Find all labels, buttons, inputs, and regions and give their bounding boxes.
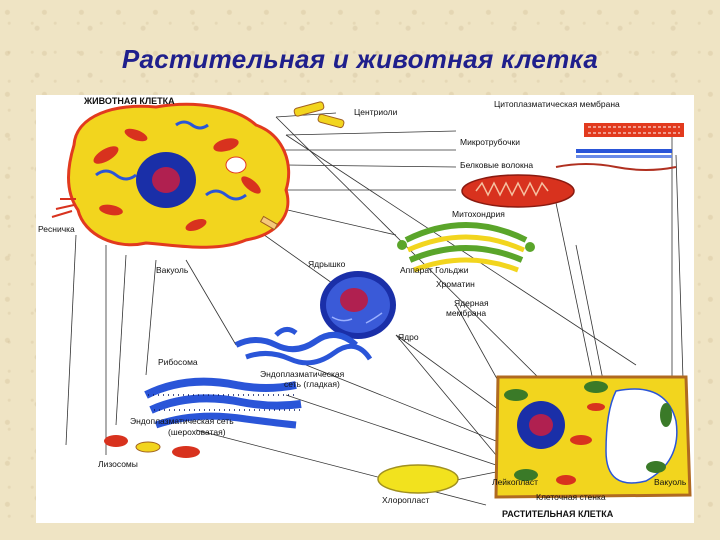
cilium	[51, 198, 76, 218]
animal-cell	[51, 102, 291, 249]
rough-er	[144, 377, 304, 429]
label-cilium: Ресничка	[38, 224, 75, 234]
label-cytoplasmic-membrane: Цитоплазматическая мембрана	[494, 99, 620, 109]
label-microtubules: Микротрубочки	[460, 137, 520, 147]
chloroplast	[377, 464, 459, 494]
slide-title: Растительная и животная клетка	[121, 44, 599, 74]
label-plant-cell: РАСТИТЕЛЬНАЯ КЛЕТКА	[502, 509, 614, 519]
animal-nucleus	[136, 152, 196, 208]
label-chloroplast: Хлоропласт	[382, 495, 429, 505]
label-rough-er-1: Эндоплазматическая сеть	[130, 416, 234, 426]
plant-nucleus	[517, 401, 565, 449]
animal-er	[95, 120, 247, 201]
membrane-sample	[584, 123, 684, 137]
label-ribosome: Рибосома	[158, 357, 198, 367]
animal-vacuole	[225, 156, 247, 174]
plant-chloroplasts	[504, 381, 672, 481]
plant-mitochondria	[556, 403, 605, 485]
cell-diagram: ЖИВОТНАЯ КЛЕТКА Центриоли Цитоплазматиче…	[36, 95, 694, 523]
label-cell-wall: Клеточная стенка	[536, 492, 606, 502]
mitochondrion	[461, 174, 575, 208]
centrioles	[293, 101, 345, 129]
centriole-small	[259, 215, 279, 231]
label-smooth-er-2: сеть (гладкая)	[284, 379, 340, 389]
label-nuclear-membrane-1: Ядерная	[454, 298, 489, 308]
animal-mitochondria	[93, 128, 261, 232]
label-smooth-er-1: Эндоплазматическая	[260, 369, 345, 379]
plant-cell	[494, 375, 692, 499]
golgi-apparatus	[397, 222, 535, 273]
smooth-er	[234, 327, 373, 366]
label-lysosomes: Лизосомы	[98, 459, 138, 469]
label-golgi: Аппарат Гольджи	[400, 265, 469, 275]
microtubules	[576, 149, 672, 158]
plant-vacuole	[605, 388, 678, 484]
label-vacuole-animal: Вакуоль	[156, 265, 189, 275]
label-nuclear-membrane-2: мембрана	[446, 308, 486, 318]
label-vacuole-plant: Вакуоль	[654, 477, 687, 487]
lysosomes	[104, 435, 200, 458]
protein-fibers	[555, 163, 677, 171]
label-nucleus: Ядро	[398, 332, 419, 342]
label-chromatin: Хроматин	[436, 279, 475, 289]
label-nucleolus: Ядрышко	[308, 259, 346, 269]
label-centrioles: Центриоли	[354, 107, 398, 117]
nucleus-large	[320, 271, 396, 339]
label-rough-er-2: (шероховатая)	[168, 427, 226, 437]
label-protein-fibers: Белковые волокна	[460, 160, 533, 170]
label-animal-cell: ЖИВОТНАЯ КЛЕТКА	[83, 96, 175, 106]
label-leucoplast: Лейкопласт	[492, 477, 538, 487]
label-mitochondria: Митохондрия	[452, 209, 505, 219]
